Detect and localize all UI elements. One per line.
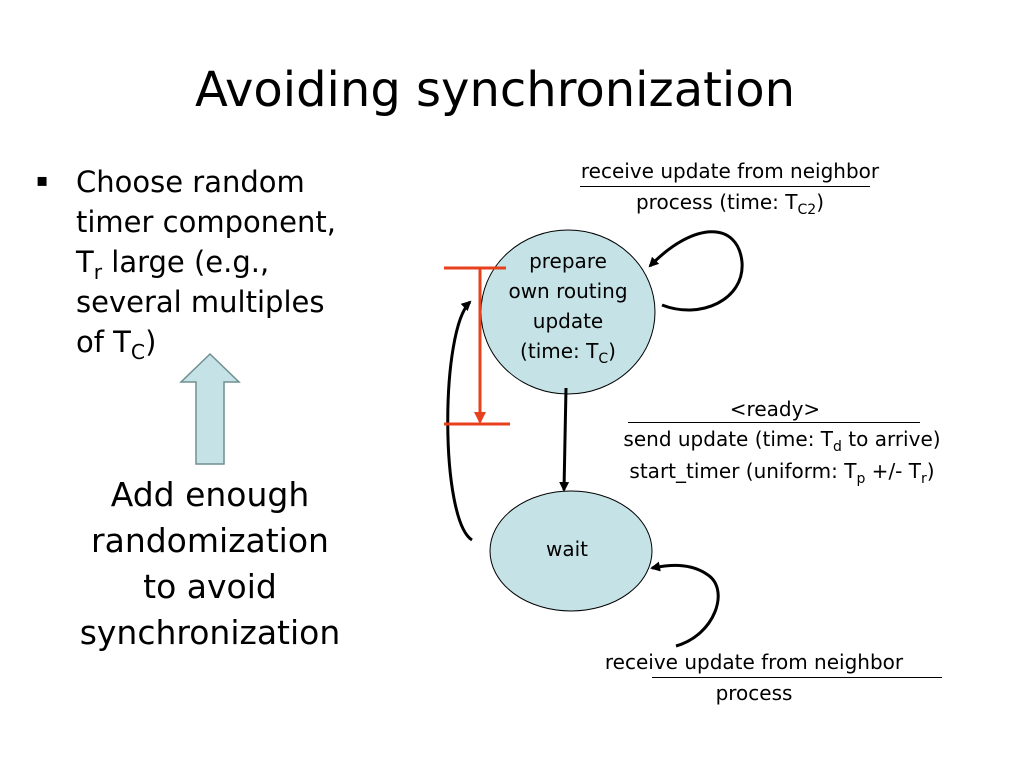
label-run: process (time: T bbox=[635, 190, 798, 214]
bullet-text-run: large (e.g., bbox=[102, 245, 270, 279]
subscript: p bbox=[856, 471, 866, 487]
bullet-text-run: ) bbox=[145, 325, 157, 359]
label-run: to arrive) bbox=[841, 427, 941, 451]
subscript: C bbox=[130, 339, 146, 364]
bottom-loop-label-divider bbox=[652, 677, 942, 678]
label-run: send update (time: T bbox=[623, 427, 834, 451]
wait-to-prepare-arrow bbox=[446, 300, 473, 542]
bottom-loop-event-label: receive update from neighbor bbox=[604, 650, 904, 674]
label-run: ) bbox=[926, 459, 935, 483]
transition-action-label-2: start_timer (uniform: Tp +/- Tr) bbox=[572, 456, 992, 486]
subscript: r bbox=[920, 471, 927, 487]
transition-action-label-1: send update (time: Td to arrive) bbox=[572, 424, 992, 454]
label-run: +/- T bbox=[865, 459, 921, 483]
callout-text: Add enough randomization to avoid synchr… bbox=[45, 472, 375, 656]
callout-line: to avoid bbox=[143, 567, 277, 606]
node-label-line: update bbox=[532, 309, 604, 333]
wait-node-label: wait bbox=[545, 537, 588, 561]
subscript: r bbox=[93, 259, 103, 284]
prepare-to-wait-arrow bbox=[559, 387, 570, 492]
bottom-self-loop-arrow bbox=[650, 561, 720, 648]
callout-line: synchronization bbox=[79, 613, 341, 652]
bullet-line: timer component, bbox=[76, 205, 336, 239]
bullet-square-icon: ▪ bbox=[36, 170, 49, 191]
label-run: start_timer (uniform: T bbox=[629, 459, 857, 483]
node-label-run: ) bbox=[608, 339, 616, 363]
node-label-line: prepare bbox=[529, 249, 607, 273]
bullet-line: Tr large (e.g., bbox=[76, 242, 396, 282]
node-label-line: (time: TC) bbox=[488, 336, 648, 366]
subscript: d bbox=[833, 439, 842, 455]
callout-line: Add enough bbox=[110, 475, 310, 514]
subscript: C2 bbox=[797, 202, 817, 218]
bottom-loop-action-label: process bbox=[715, 681, 793, 705]
wait-node bbox=[489, 490, 653, 612]
bullet-line: Choose random bbox=[76, 165, 305, 199]
top-loop-action-label: process (time: TC2) bbox=[548, 187, 912, 217]
bullet-text-run: of T bbox=[76, 325, 131, 359]
node-label-line: own routing bbox=[508, 279, 628, 303]
callout-line: randomization bbox=[91, 521, 329, 560]
up-arrow-icon bbox=[179, 352, 241, 465]
top-loop-event-label: receive update from neighbor bbox=[580, 159, 880, 183]
bullet-text: Choose random timer component, Tr large … bbox=[76, 162, 396, 362]
label-run: ) bbox=[816, 190, 824, 214]
bullet-line: several multiples bbox=[76, 285, 325, 319]
slide-title: Avoiding synchronization bbox=[194, 62, 796, 118]
bullet-text-run: T bbox=[76, 245, 94, 279]
transition-event-label: <ready> bbox=[729, 397, 821, 421]
top-loop-label-divider bbox=[580, 186, 870, 187]
subscript: C bbox=[598, 351, 609, 367]
transition-label-divider bbox=[628, 422, 920, 423]
node-label-run: (time: T bbox=[520, 339, 599, 363]
bullet-line: of TC) bbox=[76, 322, 396, 362]
top-self-loop-arrow bbox=[648, 230, 744, 312]
prepare-node-label: prepare own routing update (time: TC) bbox=[488, 246, 648, 366]
